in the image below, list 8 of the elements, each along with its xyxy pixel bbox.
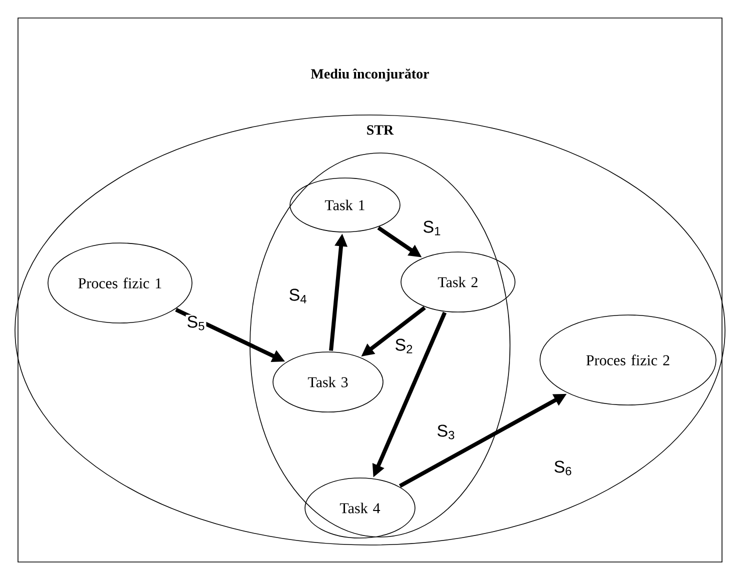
edge-label: S$_{4}$: [288, 288, 308, 304]
edge-label: S$_{1}$: [422, 220, 442, 236]
heading: STR: [367, 125, 394, 135]
heading: Mediu înconjurător: [310, 68, 429, 82]
edge-label: S$_{5}$: [186, 314, 206, 332]
edge-label: S$_{2}$: [394, 338, 414, 354]
edge-label: S$_{3}$: [436, 424, 456, 440]
edge-label: S$_{6}$: [552, 460, 574, 476]
